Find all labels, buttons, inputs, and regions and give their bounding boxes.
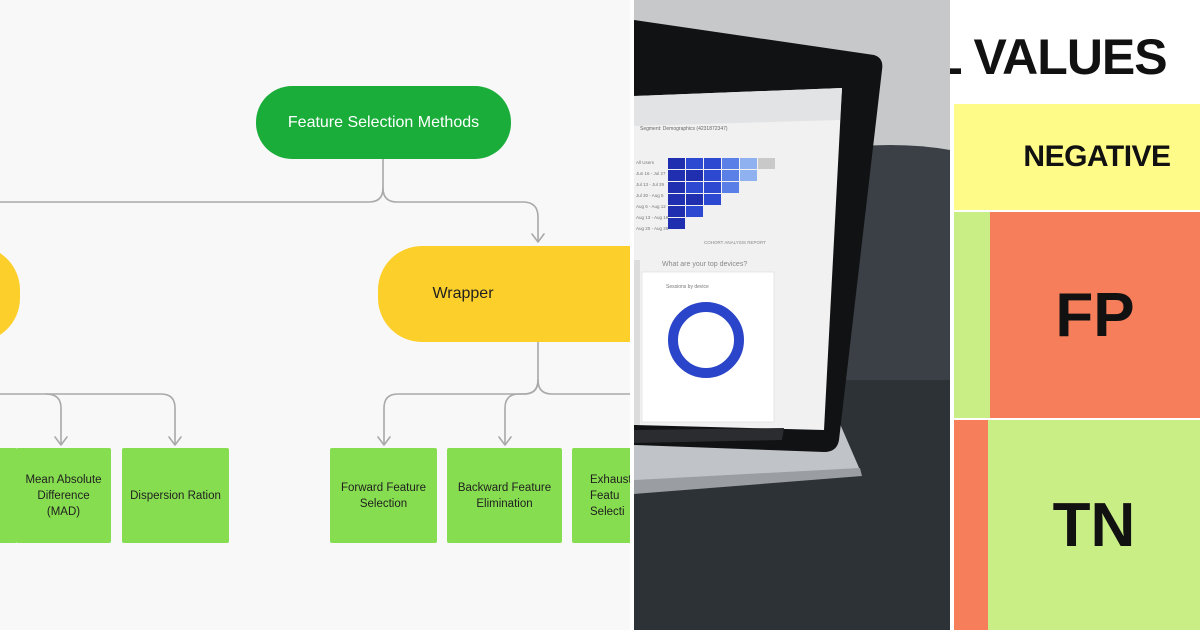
edge-wrapper-stem	[383, 341, 539, 444]
cohort-row-label: All Users	[636, 160, 655, 165]
root-node-label: Feature Selection Methods	[287, 113, 480, 131]
diagram-edges	[0, 158, 630, 446]
heatmap-cell	[704, 158, 721, 169]
leaf-node-cut-off	[0, 448, 17, 543]
device-donut-chart	[668, 302, 744, 378]
edge-root-right	[382, 187, 539, 241]
tp-cell-cut-off	[954, 212, 990, 418]
fn-cell-cut-off	[954, 420, 988, 630]
heatmap-cell	[668, 218, 685, 229]
confusion-matrix-crop: L VALUES NEGATIVE FP TN	[950, 0, 1200, 630]
heatmap-cell	[668, 194, 685, 205]
top-devices-question: What are your top devices?	[662, 261, 747, 268]
feature-selection-diagram: Feature Selection Methods Wrapper Mean A…	[0, 86, 630, 543]
laptop-illustration: Segment: Demographics (4231872347) All U…	[634, 0, 950, 630]
leaf-label-dispersion: Dispersion Ration	[130, 489, 221, 502]
laptop-analytics-photo: Segment: Demographics (4231872347) All U…	[634, 0, 950, 630]
cohort-row-label: Aug 13 - Aug 19	[636, 215, 669, 220]
edge-filter-right	[45, 393, 176, 444]
heatmap-cell	[722, 182, 739, 193]
leaf-label-mad: Mean Absolute Difference (MAD)	[25, 473, 102, 518]
cohort-row-label: Jun 16 - Jul 27	[636, 171, 666, 176]
root-node-feature-selection-methods: Feature Selection Methods	[256, 86, 511, 159]
tn-label: TN	[1052, 490, 1136, 560]
leaf-label-exhaustive: Exhaust Featu Selecti	[590, 473, 630, 518]
arrow-to-backward	[498, 436, 512, 446]
negative-header-label: NEGATIVE	[1023, 140, 1171, 173]
cohort-report-link: COHORT ANALYSIS REPORT	[704, 240, 766, 245]
heatmap-cell	[722, 170, 739, 181]
heatmap-cell	[740, 158, 757, 169]
arrow-to-forward	[377, 436, 391, 446]
leaf-node-exhaustive-feature-selection: Exhaust Featu Selecti	[572, 448, 630, 543]
arrow-to-dispersion	[168, 436, 182, 446]
leaf-node-backward-feature-elimination: Backward Feature Elimination	[447, 448, 562, 543]
heatmap-cell	[704, 182, 721, 193]
heatmap-cell	[686, 170, 703, 181]
fp-label: FP	[1055, 280, 1135, 350]
heatmap-cell	[686, 158, 703, 169]
cohort-heatmap	[668, 158, 775, 229]
fp-cell: FP	[990, 212, 1200, 418]
heatmap-cell	[686, 194, 703, 205]
heatmap-cell	[704, 194, 721, 205]
arrow-to-wrapper	[531, 233, 545, 243]
filter-category-node	[0, 246, 20, 342]
heatmap-cell	[704, 170, 721, 181]
sessions-card	[641, 271, 775, 423]
leaf-node-mad: Mean Absolute Difference (MAD)	[16, 448, 111, 543]
cohort-row-label: Jul 30 - Aug 5	[636, 193, 664, 198]
cohort-row-label: Aug 20 - Aug 26	[636, 226, 669, 231]
wrapper-category-node: Wrapper	[378, 246, 630, 342]
leaf-label-forward: Forward Feature Selection	[340, 481, 426, 510]
heatmap-cell	[686, 182, 703, 193]
edge-wrapper-right	[537, 379, 630, 395]
heatmap-cell	[668, 182, 685, 193]
heatmap-cell	[722, 158, 739, 169]
heatmap-cell	[668, 206, 685, 217]
heatmap-cell	[740, 170, 757, 181]
heatmap-cell	[686, 206, 703, 217]
matrix-title: L VALUES	[950, 29, 1168, 85]
leaf-node-forward-feature-selection: Forward Feature Selection	[330, 448, 437, 543]
wrapper-node-label: Wrapper	[432, 285, 494, 302]
cohort-row-label: Aug 6 - Aug 12	[636, 204, 666, 209]
heatmap-cell	[668, 170, 685, 181]
edge-root-stem	[0, 158, 384, 203]
negative-column-header: NEGATIVE	[954, 104, 1200, 210]
tn-cell: TN	[988, 420, 1200, 630]
edge-filter-branch	[0, 393, 62, 444]
sessions-card-title: Sessions by device	[666, 284, 709, 290]
heatmap-cell	[668, 158, 685, 169]
heatmap-cell	[758, 158, 775, 169]
arrow-to-mad	[54, 436, 68, 446]
edge-wrapper-mid	[504, 379, 539, 444]
leaf-node-dispersion-ration: Dispersion Ration	[122, 448, 229, 543]
screen-header-text: Segment: Demographics (4231872347)	[640, 126, 728, 132]
leaf-label-backward: Backward Feature Elimination	[457, 481, 552, 510]
cohort-row-label: Jul 13 - Jul 29	[636, 182, 665, 187]
